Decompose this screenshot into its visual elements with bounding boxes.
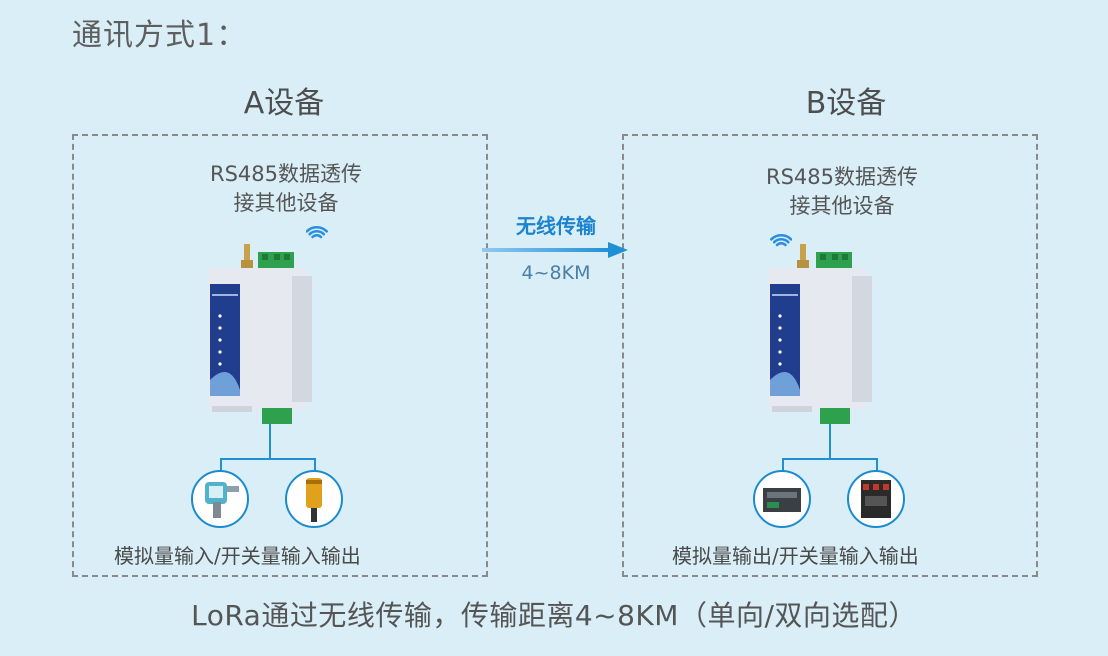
- wire-horizontal: [220, 458, 316, 460]
- diagram-title: 通讯方式1：: [72, 18, 248, 53]
- wireless-signal-icon: [770, 233, 792, 247]
- device-a-function-line1: RS485数据透传: [209, 162, 362, 186]
- device-b-box: [622, 134, 1038, 577]
- wire-drop: [876, 458, 878, 472]
- link-distance-label: 4~8KM: [521, 262, 591, 284]
- wireless-signal-icon: [306, 225, 328, 239]
- device-a-box: [72, 134, 488, 577]
- plc-module-icon: [753, 470, 811, 528]
- wire-drop: [220, 458, 222, 472]
- device-b-function-label: RS485数据透传 接其他设备: [702, 163, 982, 221]
- device-a-io-label: 模拟量输入/开关量输入输出: [114, 544, 361, 568]
- footer-caption: LoRa通过无线传输，传输距离4~8KM（单向/双向选配）: [191, 599, 917, 632]
- device-a-function-label: RS485数据透传 接其他设备: [146, 160, 426, 218]
- device-b-title: B设备: [805, 86, 887, 121]
- wire-vertical: [269, 424, 271, 460]
- wire-drop: [782, 458, 784, 472]
- wireless-link-arrow: [482, 242, 628, 258]
- relay-contactor-icon: [847, 470, 905, 528]
- device-a-function-line2: 接其他设备: [233, 191, 339, 215]
- wire-horizontal: [782, 458, 878, 460]
- device-a-title: A设备: [243, 86, 325, 121]
- wire-drop: [314, 458, 316, 472]
- lora-transceiver-device-a: [208, 244, 312, 424]
- wireless-link-label: 无线传输: [516, 214, 596, 238]
- pressure-sensor-icon: [191, 470, 249, 528]
- lora-transceiver-device-b: [768, 244, 872, 424]
- device-b-function-line2: 接其他设备: [789, 194, 895, 218]
- device-b-io-label: 模拟量输出/开关量输入输出: [672, 544, 919, 568]
- device-b-function-line1: RS485数据透传: [765, 165, 918, 189]
- wire-vertical: [829, 424, 831, 460]
- photoelectric-sensor-icon: [285, 470, 343, 528]
